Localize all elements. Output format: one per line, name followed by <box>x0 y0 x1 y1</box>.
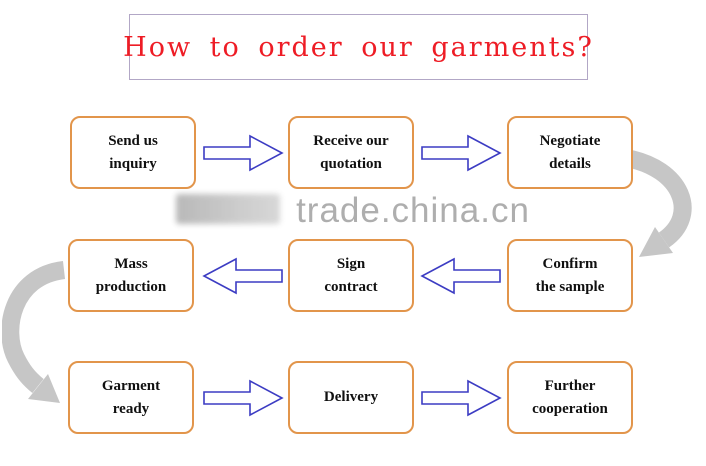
step-label: Confirm <box>542 255 598 272</box>
step-label: Send us <box>108 132 158 149</box>
step-label: Mass <box>114 255 148 272</box>
flow-step-delivery: Delivery <box>288 361 414 434</box>
flow-step-send-inquiry: Send us inquiry <box>70 116 196 189</box>
step-label: Further <box>544 377 596 394</box>
curved-arrow-down-left-icon <box>624 149 692 257</box>
step-label: the sample <box>535 278 605 295</box>
arrow-right-icon <box>420 378 502 418</box>
step-label: cooperation <box>532 400 608 417</box>
step-label: Sign <box>336 255 366 272</box>
watermark-text: trade.china.cn <box>296 191 530 230</box>
arrow-left-icon <box>420 256 502 296</box>
title-box: How to order our garments? <box>123 14 592 80</box>
flow-step-garment-ready: Garment ready <box>68 361 194 434</box>
flow-step-sign-contract: Sign contract <box>288 239 414 312</box>
flow-step-further-cooperation: Further cooperation <box>507 361 633 434</box>
step-label: quotation <box>320 155 382 172</box>
step-label: ready <box>112 400 150 417</box>
step-label: production <box>95 278 167 295</box>
step-label: Delivery <box>323 389 379 405</box>
flow-step-confirm-sample: Confirm the sample <box>507 239 633 312</box>
step-label: inquiry <box>109 155 157 172</box>
step-label: contract <box>324 278 378 295</box>
curved-arrow-down-right-icon <box>2 261 66 403</box>
arrow-right-icon <box>420 133 502 173</box>
step-label: details <box>549 155 591 172</box>
watermark-logo-icon <box>176 194 281 224</box>
step-label: Negotiate <box>539 132 601 149</box>
page-title: How to order our garments? <box>123 31 594 63</box>
flow-step-receive-quotation: Receive our quotation <box>288 116 414 189</box>
arrow-right-icon <box>202 378 284 418</box>
step-label: Receive our <box>313 132 389 149</box>
arrow-left-icon <box>202 256 284 296</box>
step-label: Garment <box>101 377 161 394</box>
watermark: trade.china.cn <box>0 191 706 231</box>
arrow-right-icon <box>202 133 284 173</box>
flow-step-mass-production: Mass production <box>68 239 194 312</box>
flow-step-negotiate-details: Negotiate details <box>507 116 633 189</box>
